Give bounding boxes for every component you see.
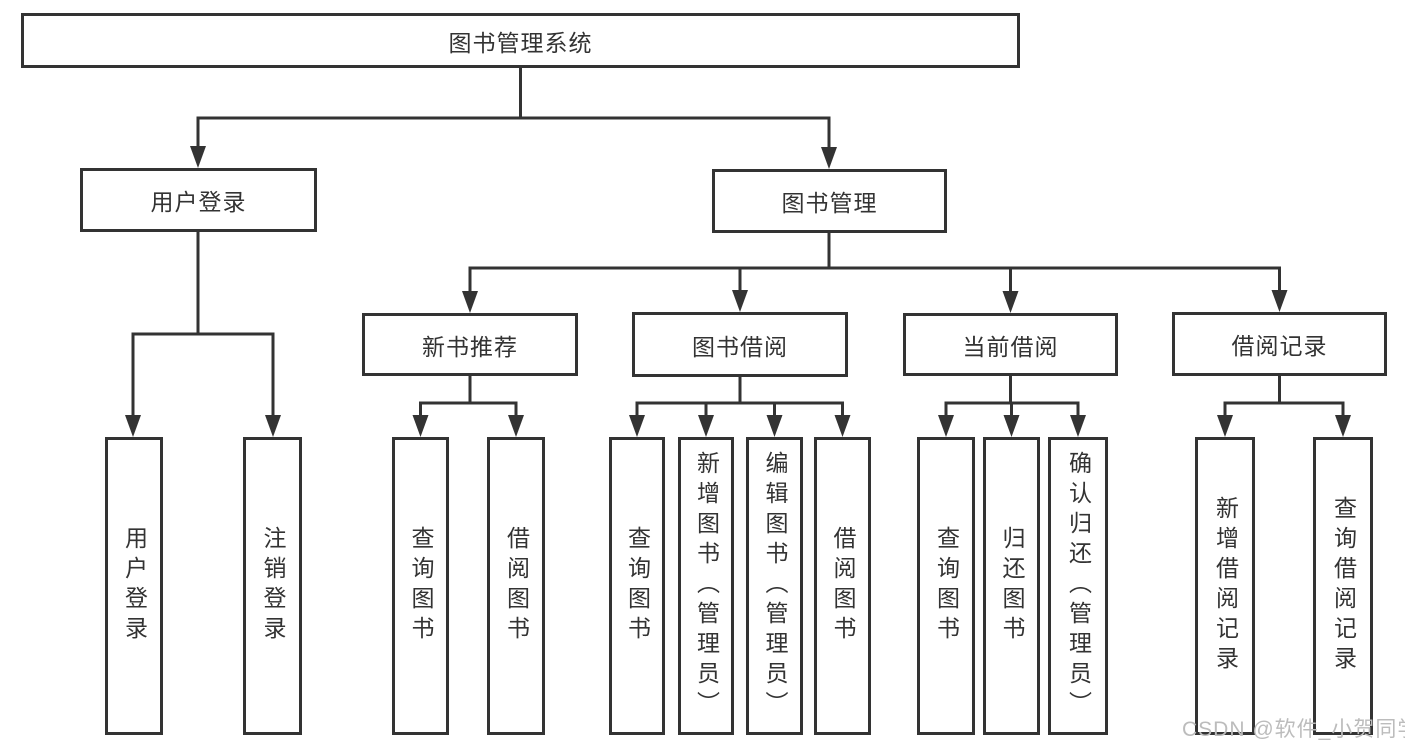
- leaf-cb-return-books: 归还图书: [983, 437, 1040, 735]
- leaf-br-query-record-label: 查询借阅记录: [1330, 496, 1357, 676]
- node-book-borrow: 图书借阅: [632, 312, 848, 377]
- connector-current-borrow-to-leaves: [938, 376, 1086, 437]
- leaf-bb-add-book-admin: 新增图书（管理员）: [678, 437, 734, 735]
- leaf-cb-return-books-label: 归还图书: [999, 526, 1025, 646]
- connector-root-to-level2: [190, 68, 837, 169]
- leaf-cb-confirm-return-admin: 确认归还（管理员）: [1048, 437, 1108, 735]
- node-root: 图书管理系统: [21, 13, 1020, 68]
- leaf-bb-query-books-label: 查询图书: [624, 526, 651, 646]
- node-book-borrow-label: 图书借阅: [692, 333, 788, 360]
- leaf-cb-query-books-label: 查询图书: [933, 526, 960, 646]
- connector-borrow-records-to-leaves: [1217, 376, 1351, 437]
- node-root-label: 图书管理系统: [448, 29, 593, 56]
- leaf-bb-add-book-admin-label: 新增图书（管理员）: [693, 451, 720, 721]
- leaf-nbr-borrow-books-label: 借阅图书: [503, 526, 530, 646]
- connector-book-mgmt-to-level3: [462, 233, 1288, 313]
- leaf-logout-label: 注销登录: [260, 526, 286, 646]
- connector-new-book-rec-to-leaves: [412, 376, 524, 437]
- leaf-br-add-record-label: 新增借阅记录: [1212, 496, 1239, 676]
- node-user-login: 用户登录: [80, 168, 317, 232]
- node-new-book-rec: 新书推荐: [362, 313, 578, 376]
- leaf-bb-edit-book-admin-label: 编辑图书（管理员）: [762, 451, 788, 721]
- connector-user-login-to-leaves: [125, 232, 281, 437]
- leaf-nbr-borrow-books: 借阅图书: [487, 437, 545, 735]
- leaf-bb-edit-book-admin: 编辑图书（管理员）: [746, 437, 803, 735]
- leaf-br-query-record: 查询借阅记录: [1313, 437, 1373, 735]
- leaf-bb-borrow-books: 借阅图书: [814, 437, 871, 735]
- leaf-cb-confirm-return-admin-label: 确认归还（管理员）: [1065, 451, 1092, 721]
- connector-book-borrow-to-leaves: [629, 377, 851, 437]
- leaf-user-login-label: 用户登录: [121, 526, 148, 646]
- leaf-nbr-query-books-label: 查询图书: [408, 526, 434, 646]
- leaf-user-login: 用户登录: [105, 437, 163, 735]
- leaf-cb-query-books: 查询图书: [917, 437, 975, 735]
- node-borrow-records: 借阅记录: [1172, 312, 1387, 376]
- node-book-mgmt-label: 图书管理: [781, 190, 878, 216]
- leaf-bb-borrow-books-label: 借阅图书: [830, 526, 856, 646]
- node-user-login-label: 用户登录: [150, 189, 247, 215]
- node-new-book-rec-label: 新书推荐: [422, 333, 518, 360]
- leaf-nbr-query-books: 查询图书: [392, 437, 449, 735]
- node-current-borrow-label: 当前借阅: [962, 333, 1059, 360]
- watermark: CSDN @软件_小贺同学: [1182, 718, 1405, 741]
- leaf-br-add-record: 新增借阅记录: [1195, 437, 1255, 735]
- node-current-borrow: 当前借阅: [903, 313, 1118, 376]
- node-borrow-records-label: 借阅记录: [1231, 333, 1328, 359]
- leaf-logout: 注销登录: [243, 437, 302, 735]
- node-book-mgmt: 图书管理: [712, 169, 947, 233]
- leaf-bb-query-books: 查询图书: [609, 437, 665, 735]
